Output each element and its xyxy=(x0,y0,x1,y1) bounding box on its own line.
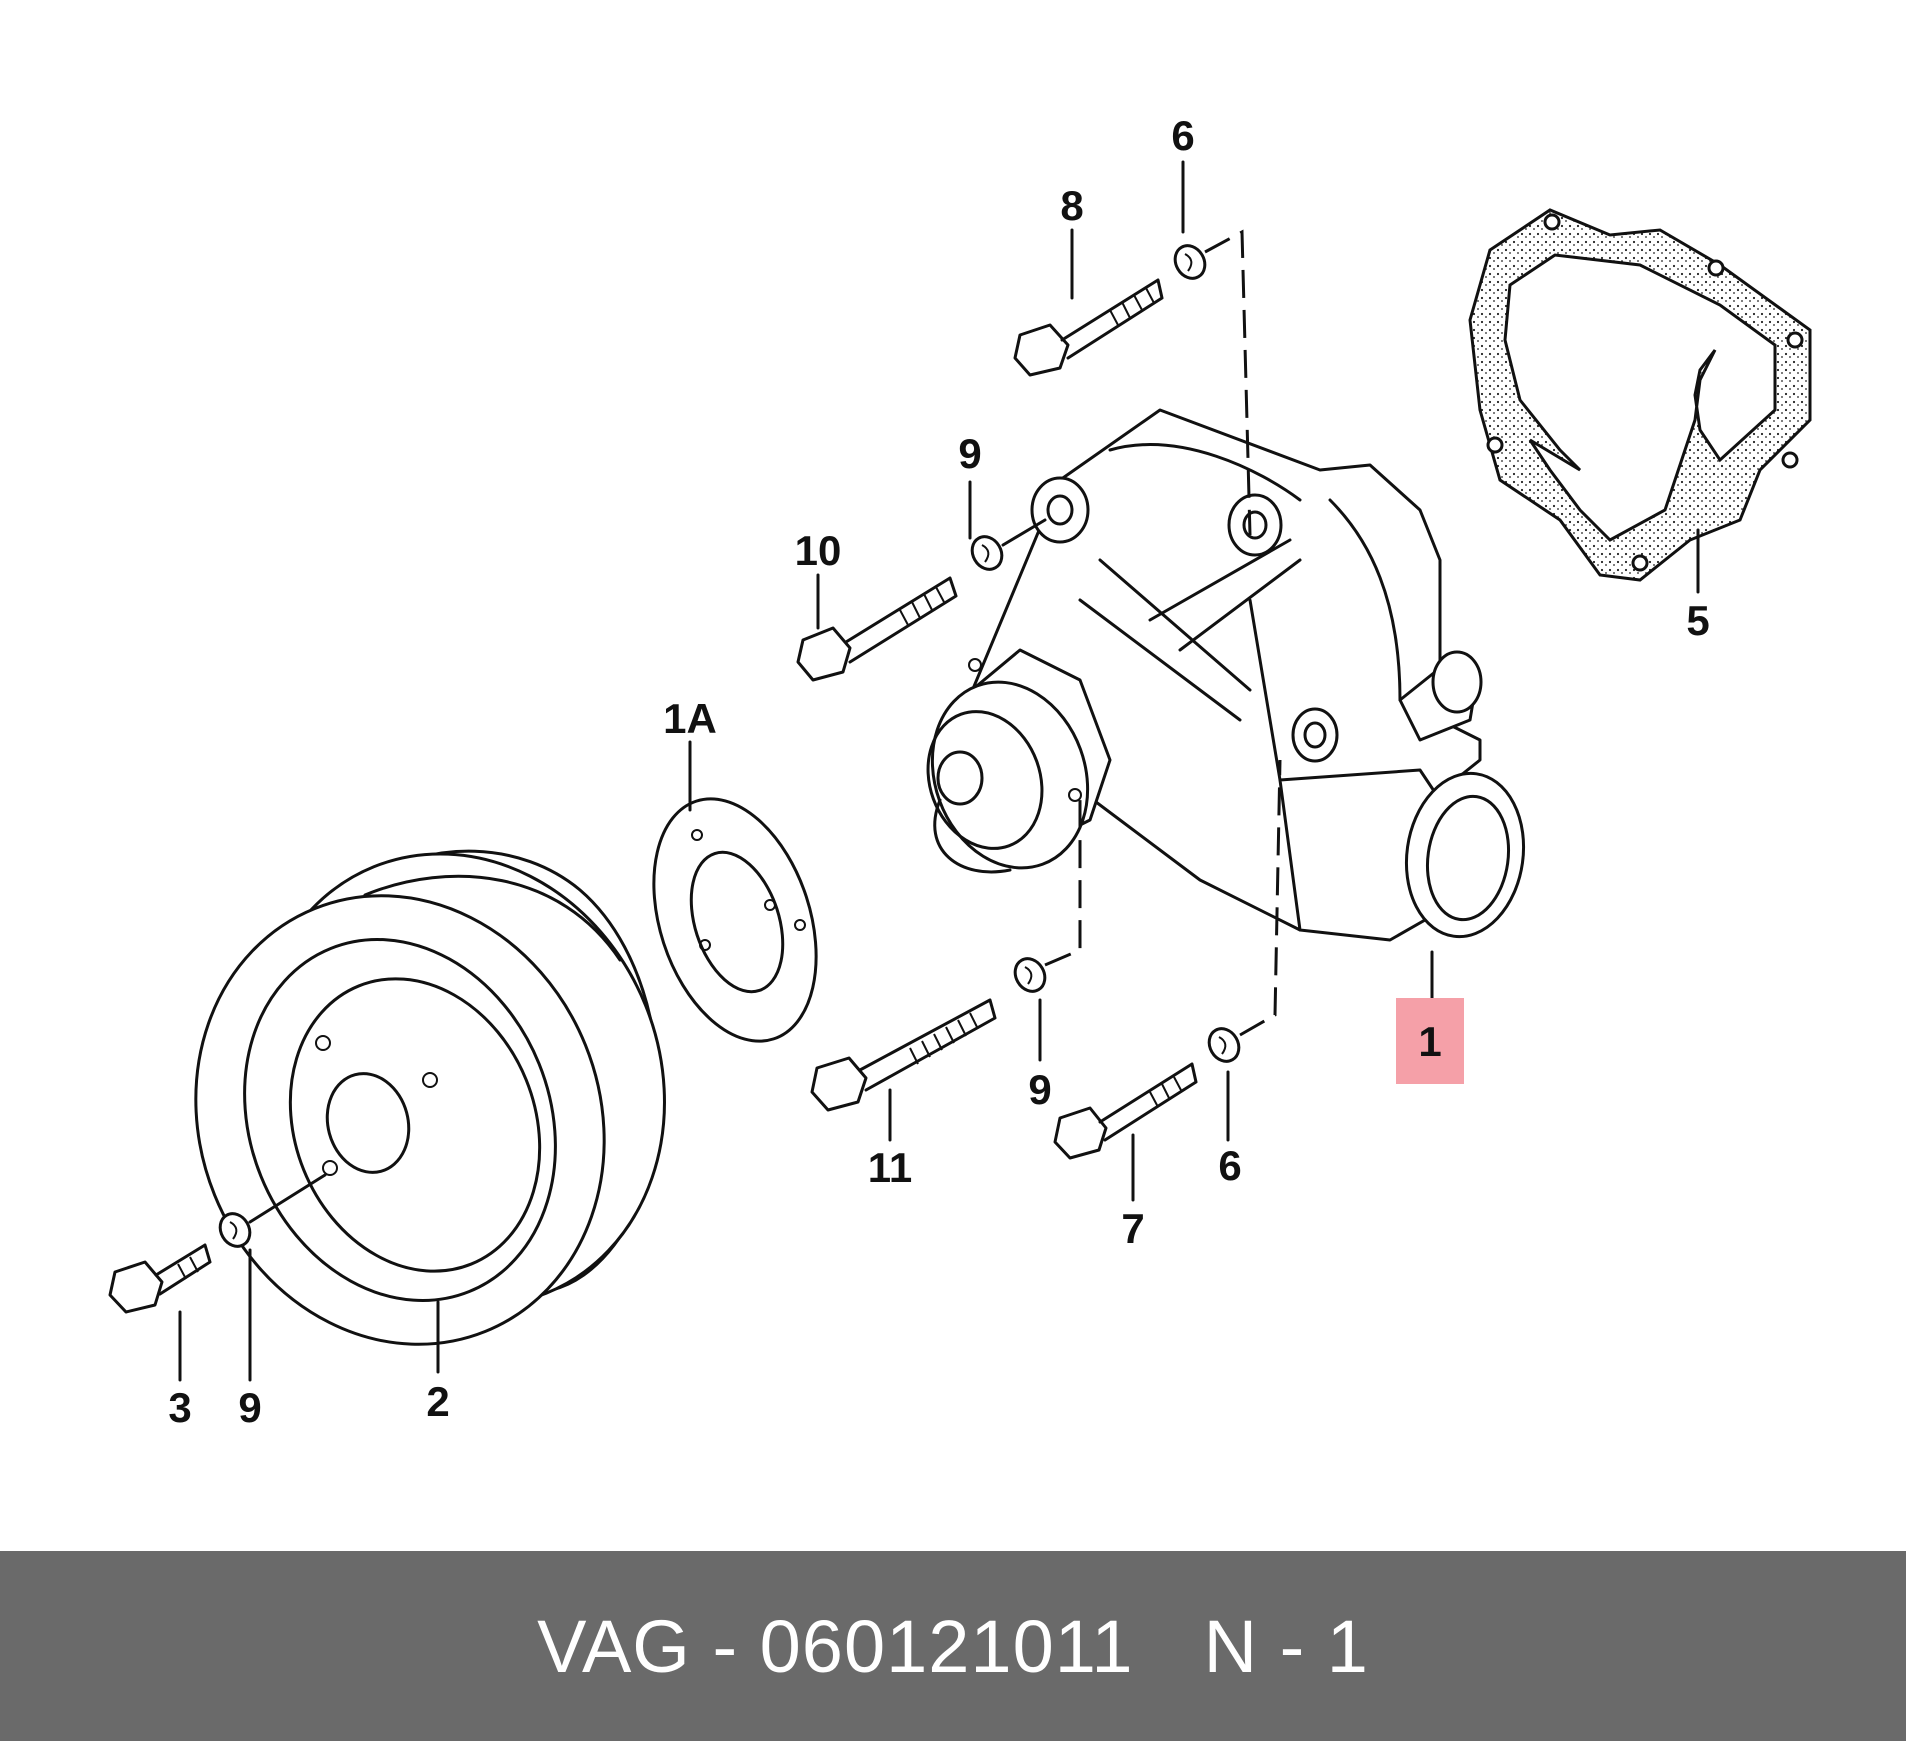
bolt-part-10 xyxy=(796,576,958,682)
callout-1a: 1A xyxy=(663,695,717,742)
assembly-lines xyxy=(248,229,1282,1224)
callout-6-bottom: 6 xyxy=(1218,1142,1241,1189)
pulley-part-2 xyxy=(194,849,666,1346)
callout-8: 8 xyxy=(1060,182,1083,229)
callout-5: 5 xyxy=(1686,597,1709,644)
callout-9-mid: 9 xyxy=(1028,1066,1051,1113)
callout-11: 11 xyxy=(868,1144,912,1191)
callout-7: 7 xyxy=(1121,1205,1144,1252)
callout-1: 1 xyxy=(1418,1018,1441,1065)
brand-label: VAG xyxy=(537,1604,691,1688)
washer-part-6-bottom xyxy=(1201,1021,1247,1069)
highlight-box-part-1 xyxy=(1396,998,1464,1084)
footer-caption: VAG - 060121011 N - 1 xyxy=(537,1604,1369,1689)
part-number: 060121011 xyxy=(759,1604,1134,1688)
parts-diagram: 1 1A 2 3 5 6 6 7 8 9 9 9 10 11 xyxy=(108,112,1812,1431)
spacer-plate-part-1a xyxy=(652,797,818,1043)
washer-part-6-top xyxy=(1167,238,1213,286)
bolt-part-11 xyxy=(810,998,997,1112)
bolt-part-7 xyxy=(1053,1062,1198,1160)
callout-10: 10 xyxy=(795,527,842,574)
footer-bar: VAG - 060121011 N - 1 xyxy=(0,1551,1906,1741)
washer-part-9-top xyxy=(964,529,1010,577)
bolt-part-3 xyxy=(108,1243,212,1314)
washer-part-9-mid xyxy=(1007,951,1053,999)
callout-9-top: 9 xyxy=(958,430,981,477)
callout-3: 3 xyxy=(168,1384,191,1431)
position-label: N - 1 xyxy=(1203,1604,1369,1688)
callout-6-top: 6 xyxy=(1171,112,1194,159)
callout-9-left: 9 xyxy=(238,1384,261,1431)
dash-separator: - xyxy=(712,1604,739,1688)
water-pump-part-1 xyxy=(926,408,1526,942)
bolt-part-8 xyxy=(1013,278,1164,377)
leader-lines xyxy=(178,160,1700,1382)
callout-2: 2 xyxy=(426,1378,449,1425)
gasket-part-5 xyxy=(1468,208,1812,582)
